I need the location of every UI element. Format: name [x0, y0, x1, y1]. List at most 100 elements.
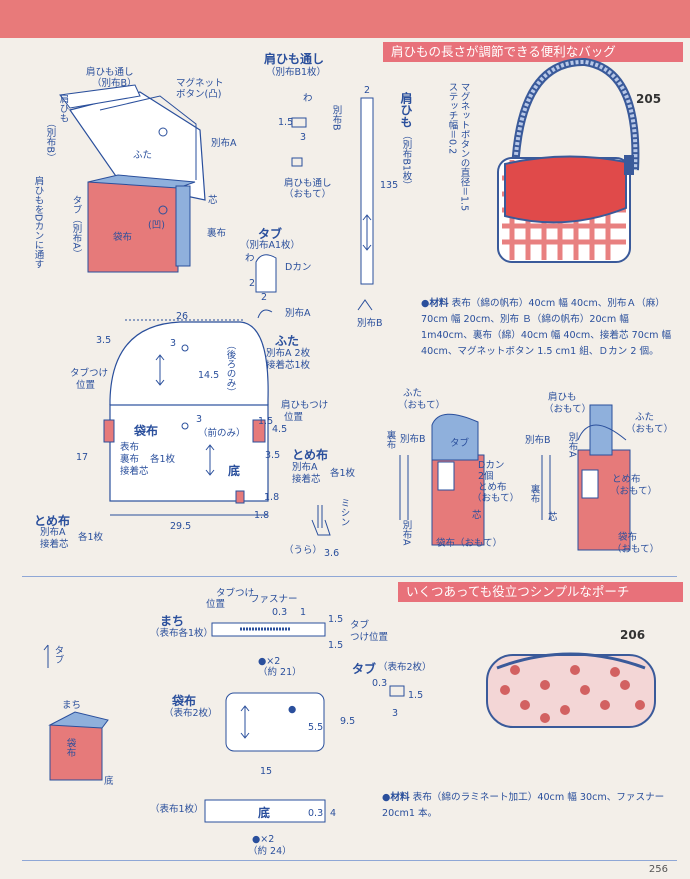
- pat-tabpos2: 位置: [76, 380, 96, 391]
- asm2-shin: 芯: [548, 512, 558, 523]
- bottom206-d4: 4: [330, 808, 337, 819]
- stitch-note: マグネットボタンの直径＝1.5: [458, 82, 470, 212]
- pat-d18b: 1.8: [254, 510, 270, 521]
- top-color-band: [0, 0, 690, 38]
- asm2-futa2: （おもて）: [626, 424, 674, 435]
- pat-left-tome-sub: 別布A: [40, 527, 66, 538]
- tab-wa: わ: [245, 253, 255, 264]
- pat-tome: とめ布: [292, 448, 329, 462]
- title-tab-206: タブ: [352, 662, 377, 676]
- pat-ura: （うら）: [284, 545, 323, 556]
- loop-bessa-b: 別布B: [330, 105, 342, 131]
- asm2-bessa-b: 別布B: [525, 435, 551, 446]
- asm2-tome: とめ布: [612, 474, 641, 485]
- pat-w295: 29.5: [170, 521, 192, 532]
- label-bessa: 別布A: [211, 138, 237, 149]
- asm1-tome: とめ布: [478, 482, 507, 493]
- label-strap-loop-b: （別布B）: [92, 78, 137, 89]
- asm2-fukuro2: （おもて）: [612, 544, 660, 555]
- pat-d3: 3: [170, 338, 177, 349]
- pat-d18: 1.8: [264, 492, 280, 503]
- materials-206: ●材料 表布（綿のラミネート加工）40cm 幅 30cm、ファスナー 20cm1…: [382, 790, 677, 822]
- tab-dkan: Dカン: [285, 262, 312, 273]
- tab206-d03: 0.3: [372, 678, 388, 689]
- asm1-dkan: Dカン: [478, 460, 505, 471]
- sub-strap: （別布B1枚）: [400, 130, 412, 191]
- pat-tome-each: 各1枚: [330, 468, 356, 479]
- pat-bag: 袋布: [134, 424, 159, 438]
- materials-205: ●材料 表布（綿の帆布）40cm 幅 40cm、別布Ａ（麻）70cm 幅 20c…: [421, 296, 679, 360]
- asm1-bessa-a: 別布A: [400, 520, 412, 546]
- pat-d36: 3.6: [324, 548, 340, 559]
- pat-tabpos: タブつけ: [70, 368, 109, 379]
- assembly-diagram-1: [399, 413, 485, 546]
- sub-bag-206: （表布2枚）: [164, 708, 218, 719]
- pat-strap-pos2: 位置: [284, 412, 304, 423]
- pat-d15: 1.5: [258, 416, 274, 427]
- title-bag-206: 袋布: [172, 694, 197, 708]
- label-lining: 裏布: [207, 228, 227, 239]
- pat-left-tome: とめ布: [34, 514, 71, 528]
- pat-tome-sub: 別布A: [292, 462, 318, 473]
- machi-zipper: ファスナー: [250, 594, 298, 605]
- pat-left-tome-sub2: 接着芯: [40, 539, 69, 550]
- title-strap-loop: 肩ひも通し: [264, 52, 325, 66]
- bottom206-x2: ●×2: [252, 834, 275, 845]
- page-number: 256: [648, 864, 668, 875]
- pat-futa: ふた: [275, 334, 300, 348]
- asm1-omote: （おもて）: [398, 400, 446, 411]
- bag206-d55: 5.5: [308, 722, 324, 733]
- strap-len: 135: [380, 180, 399, 191]
- loop-dim1: 1.5: [278, 117, 294, 128]
- loop-wa: わ: [303, 93, 313, 104]
- pat-mishin: ミシン: [338, 498, 350, 527]
- label-strap-b: （別布B）: [44, 118, 56, 163]
- machi-tab: タブ: [350, 620, 370, 631]
- asm1-tome2: （おもて）: [472, 493, 520, 504]
- bag206-d15: 15: [260, 766, 273, 777]
- tab206-d15: 1.5: [408, 690, 424, 701]
- bag206-d95: 9.5: [340, 716, 356, 727]
- asm2-bessa-a: 別布A: [566, 432, 578, 458]
- section-header-206: いくつあっても役立つシンプルなポーチ: [398, 582, 683, 602]
- pat-tome-sub2: 接着芯: [292, 474, 321, 485]
- tab-bessa-a: 別布A: [285, 308, 311, 319]
- pat-bag-each: 各1枚: [150, 454, 176, 465]
- mini-fukuro: 袋布: [64, 738, 76, 757]
- pat-d17: 17: [76, 452, 89, 463]
- item-number-205: 205: [636, 92, 662, 106]
- mini-soko: 底: [104, 776, 114, 787]
- pat-left-tome-each: 各1枚: [78, 532, 104, 543]
- pat-bag-sub3: 接着芯: [120, 466, 149, 477]
- asm1-fukuro: 袋布（おもて）: [436, 538, 503, 549]
- asm1-ura: 裏布: [384, 430, 396, 449]
- pat-ushiro: （後ろのみ）: [224, 340, 236, 397]
- section-divider: [22, 576, 677, 577]
- tab206-d3: 3: [392, 708, 399, 719]
- pat-d145: 14.5: [198, 370, 220, 381]
- pat-soko: 底: [228, 464, 241, 478]
- bag-illustration-205: [497, 57, 640, 263]
- assembly-diagram-2: [541, 404, 631, 551]
- pat-strap-pos: 肩ひもつけ: [281, 400, 329, 411]
- machi-d1: 1: [300, 607, 307, 618]
- bag206-mark: ●: [288, 704, 297, 715]
- title-tab: タブ: [258, 227, 283, 241]
- materials-205-label: ●材料: [421, 298, 449, 309]
- sub-bottom-206: （表布1枚）: [150, 804, 204, 815]
- materials-206-text: 表布（綿のラミネート加工）40cm 幅 30cm、ファスナー 20cm1 本。: [382, 792, 665, 819]
- asm2-strap: 肩ひも: [548, 392, 577, 403]
- bottom206-d03: 0.3: [308, 808, 324, 819]
- machi-tab2: つけ位置: [350, 632, 389, 643]
- label-dkan-note: 肩ひもをDカンに通す: [32, 176, 44, 269]
- sub-tab: （別布A1枚）: [240, 240, 301, 251]
- pouch-illustration-206: [486, 652, 656, 728]
- asm2-futa: ふた: [635, 412, 655, 423]
- label-body: 袋布: [113, 232, 133, 243]
- item-number-206: 206: [620, 628, 646, 642]
- sub-strap-loop: （別布B1枚）: [266, 67, 327, 78]
- label-tab: タブ（別布A）: [70, 195, 82, 259]
- materials-205-text: 表布（綿の帆布）40cm 幅 40cm、別布Ａ（麻）70cm 幅 20cm、別布…: [421, 298, 672, 357]
- asm1-bessa-b: 別布B: [400, 434, 426, 445]
